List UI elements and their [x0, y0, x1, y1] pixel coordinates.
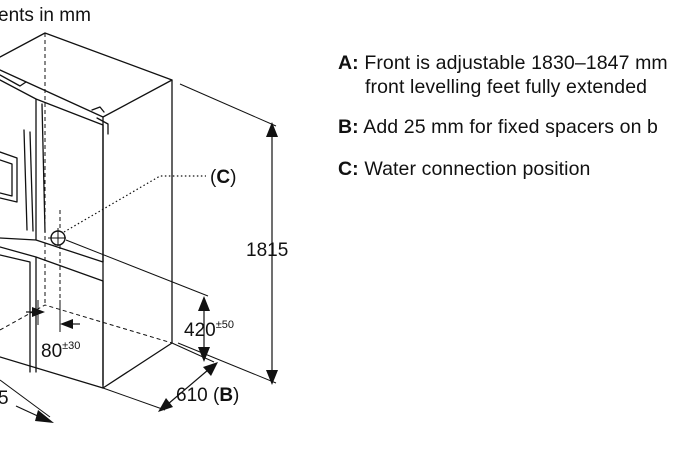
note-c: C: Water connection position [338, 157, 590, 181]
note-c-key: C: [338, 158, 359, 180]
fridge-front-bottom [0, 356, 104, 389]
depth-note-letter: B [219, 385, 233, 406]
width-fragment-label: 5 [0, 388, 9, 409]
extension-floor-right [171, 342, 215, 363]
note-a-line1: Front is adjustable 1830–1847 mm [364, 52, 668, 74]
height-label: 1815 [246, 240, 288, 261]
note-c-line1: Water connection position [364, 158, 591, 180]
extension-depth-left [102, 387, 166, 411]
water-height-tolerance: ±50 [216, 319, 234, 331]
depth-dimension [158, 362, 218, 412]
depth-label: 610 (B) [176, 385, 239, 406]
note-a-key: A: [338, 52, 359, 74]
note-a: A: Front is adjustable 1830–1847 mm fron… [338, 51, 668, 99]
width-dimension [15, 405, 54, 423]
water-height-value: 420 [184, 320, 216, 341]
fridge-side-face [102, 79, 173, 389]
water-leader-dotted [63, 175, 206, 233]
dispenser-panel [0, 151, 18, 203]
water-offset-value: 80 [41, 341, 62, 362]
height-dimension [266, 122, 278, 385]
upper-door-outline [0, 79, 104, 263]
water-offset-extension [37, 300, 61, 332]
water-crosshair [48, 228, 66, 246]
water-offset-tolerance: ±30 [62, 340, 80, 352]
door-handle-left [23, 129, 34, 232]
note-b-key: B: [338, 116, 359, 138]
depth-value: 610 [176, 385, 208, 406]
water-marker-letter: C [216, 167, 230, 188]
water-height-dimension [198, 296, 210, 362]
water-offset-dimension [26, 307, 80, 329]
extension-bottom [177, 342, 277, 384]
note-b: B: Add 25 mm for fixed spacers on b [338, 115, 658, 139]
floor-dashed-line [0, 304, 173, 344]
extension-width-left [0, 379, 51, 418]
water-offset-label: 80±30 [41, 340, 80, 362]
note-a-line2: front levelling feet fully extended [365, 76, 648, 98]
lower-drawer-outline [0, 246, 104, 386]
note-b-line1: Add 25 mm for fixed spacers on b [363, 116, 658, 138]
extension-top [179, 83, 277, 127]
extension-water-level [65, 239, 209, 297]
fridge-top-face [0, 32, 173, 118]
water-height-label: 420±50 [184, 319, 234, 341]
hinge-details [0, 74, 109, 135]
title-fragment-label: ents in mm [0, 5, 91, 26]
water-marker-label: (C) [210, 167, 236, 188]
